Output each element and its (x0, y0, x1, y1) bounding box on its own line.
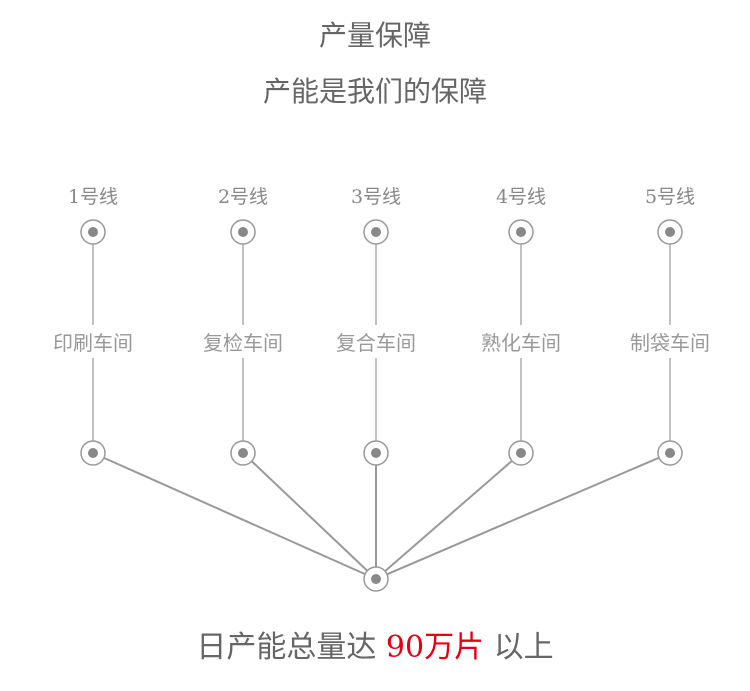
line-1-top-node-dot (88, 227, 98, 237)
workshop-label-2: 复检车间 (173, 325, 313, 358)
line-label-2: 2号线 (217, 186, 269, 208)
line-4-hub-connector (375, 452, 522, 580)
line-4-top-node-dot (516, 227, 526, 237)
workshop-label-3: 复合车间 (306, 325, 446, 358)
page-subtitle: 产能是我们的保障 (262, 75, 487, 108)
workshop-label-1: 印刷车间 (23, 325, 163, 358)
line-5-top-node-dot (665, 227, 675, 237)
line-2-bottom-node-dot (238, 448, 248, 458)
capacity-suffix: 以上 (484, 630, 554, 665)
capacity-prefix: 日产能总量达 (196, 630, 386, 665)
workshop-label-5: 制袋车间 (600, 325, 740, 358)
line-1-hub-connector (92, 452, 377, 580)
line-1-bottom-node-dot (88, 448, 98, 458)
line-label-4: 4号线 (495, 186, 547, 208)
line-label-1: 1号线 (67, 186, 119, 208)
line-3-bottom-node (363, 440, 389, 466)
line-5-top-node (657, 219, 683, 245)
capacity-highlight: 90万片 (385, 630, 485, 665)
line-4-top-node (508, 219, 534, 245)
line-2-top-node-dot (238, 227, 248, 237)
line-label-5: 5号线 (644, 186, 696, 208)
line-5-bottom-node-dot (665, 448, 675, 458)
line-3-bottom-node-dot (371, 448, 381, 458)
line-2-hub-connector (242, 452, 377, 580)
line-4-bottom-node (508, 440, 534, 466)
line-5-bottom-node (657, 440, 683, 466)
page-title: 产量保障 (318, 19, 431, 52)
line-label-3: 3号线 (350, 186, 402, 208)
hub-node-dot (371, 574, 381, 584)
line-4-bottom-node-dot (516, 448, 526, 458)
line-3-top-node-dot (371, 227, 381, 237)
line-2-bottom-node (230, 440, 256, 466)
line-5-hub-connector (375, 452, 671, 580)
workshop-label-4: 熟化车间 (451, 325, 591, 358)
line-3-top-node (363, 219, 389, 245)
line-2-top-node (230, 219, 256, 245)
line-1-top-node (80, 219, 106, 245)
hub-node (363, 566, 389, 592)
capacity-summary: 日产能总量达 90万片 以上 (0, 622, 750, 666)
line-1-bottom-node (80, 440, 106, 466)
